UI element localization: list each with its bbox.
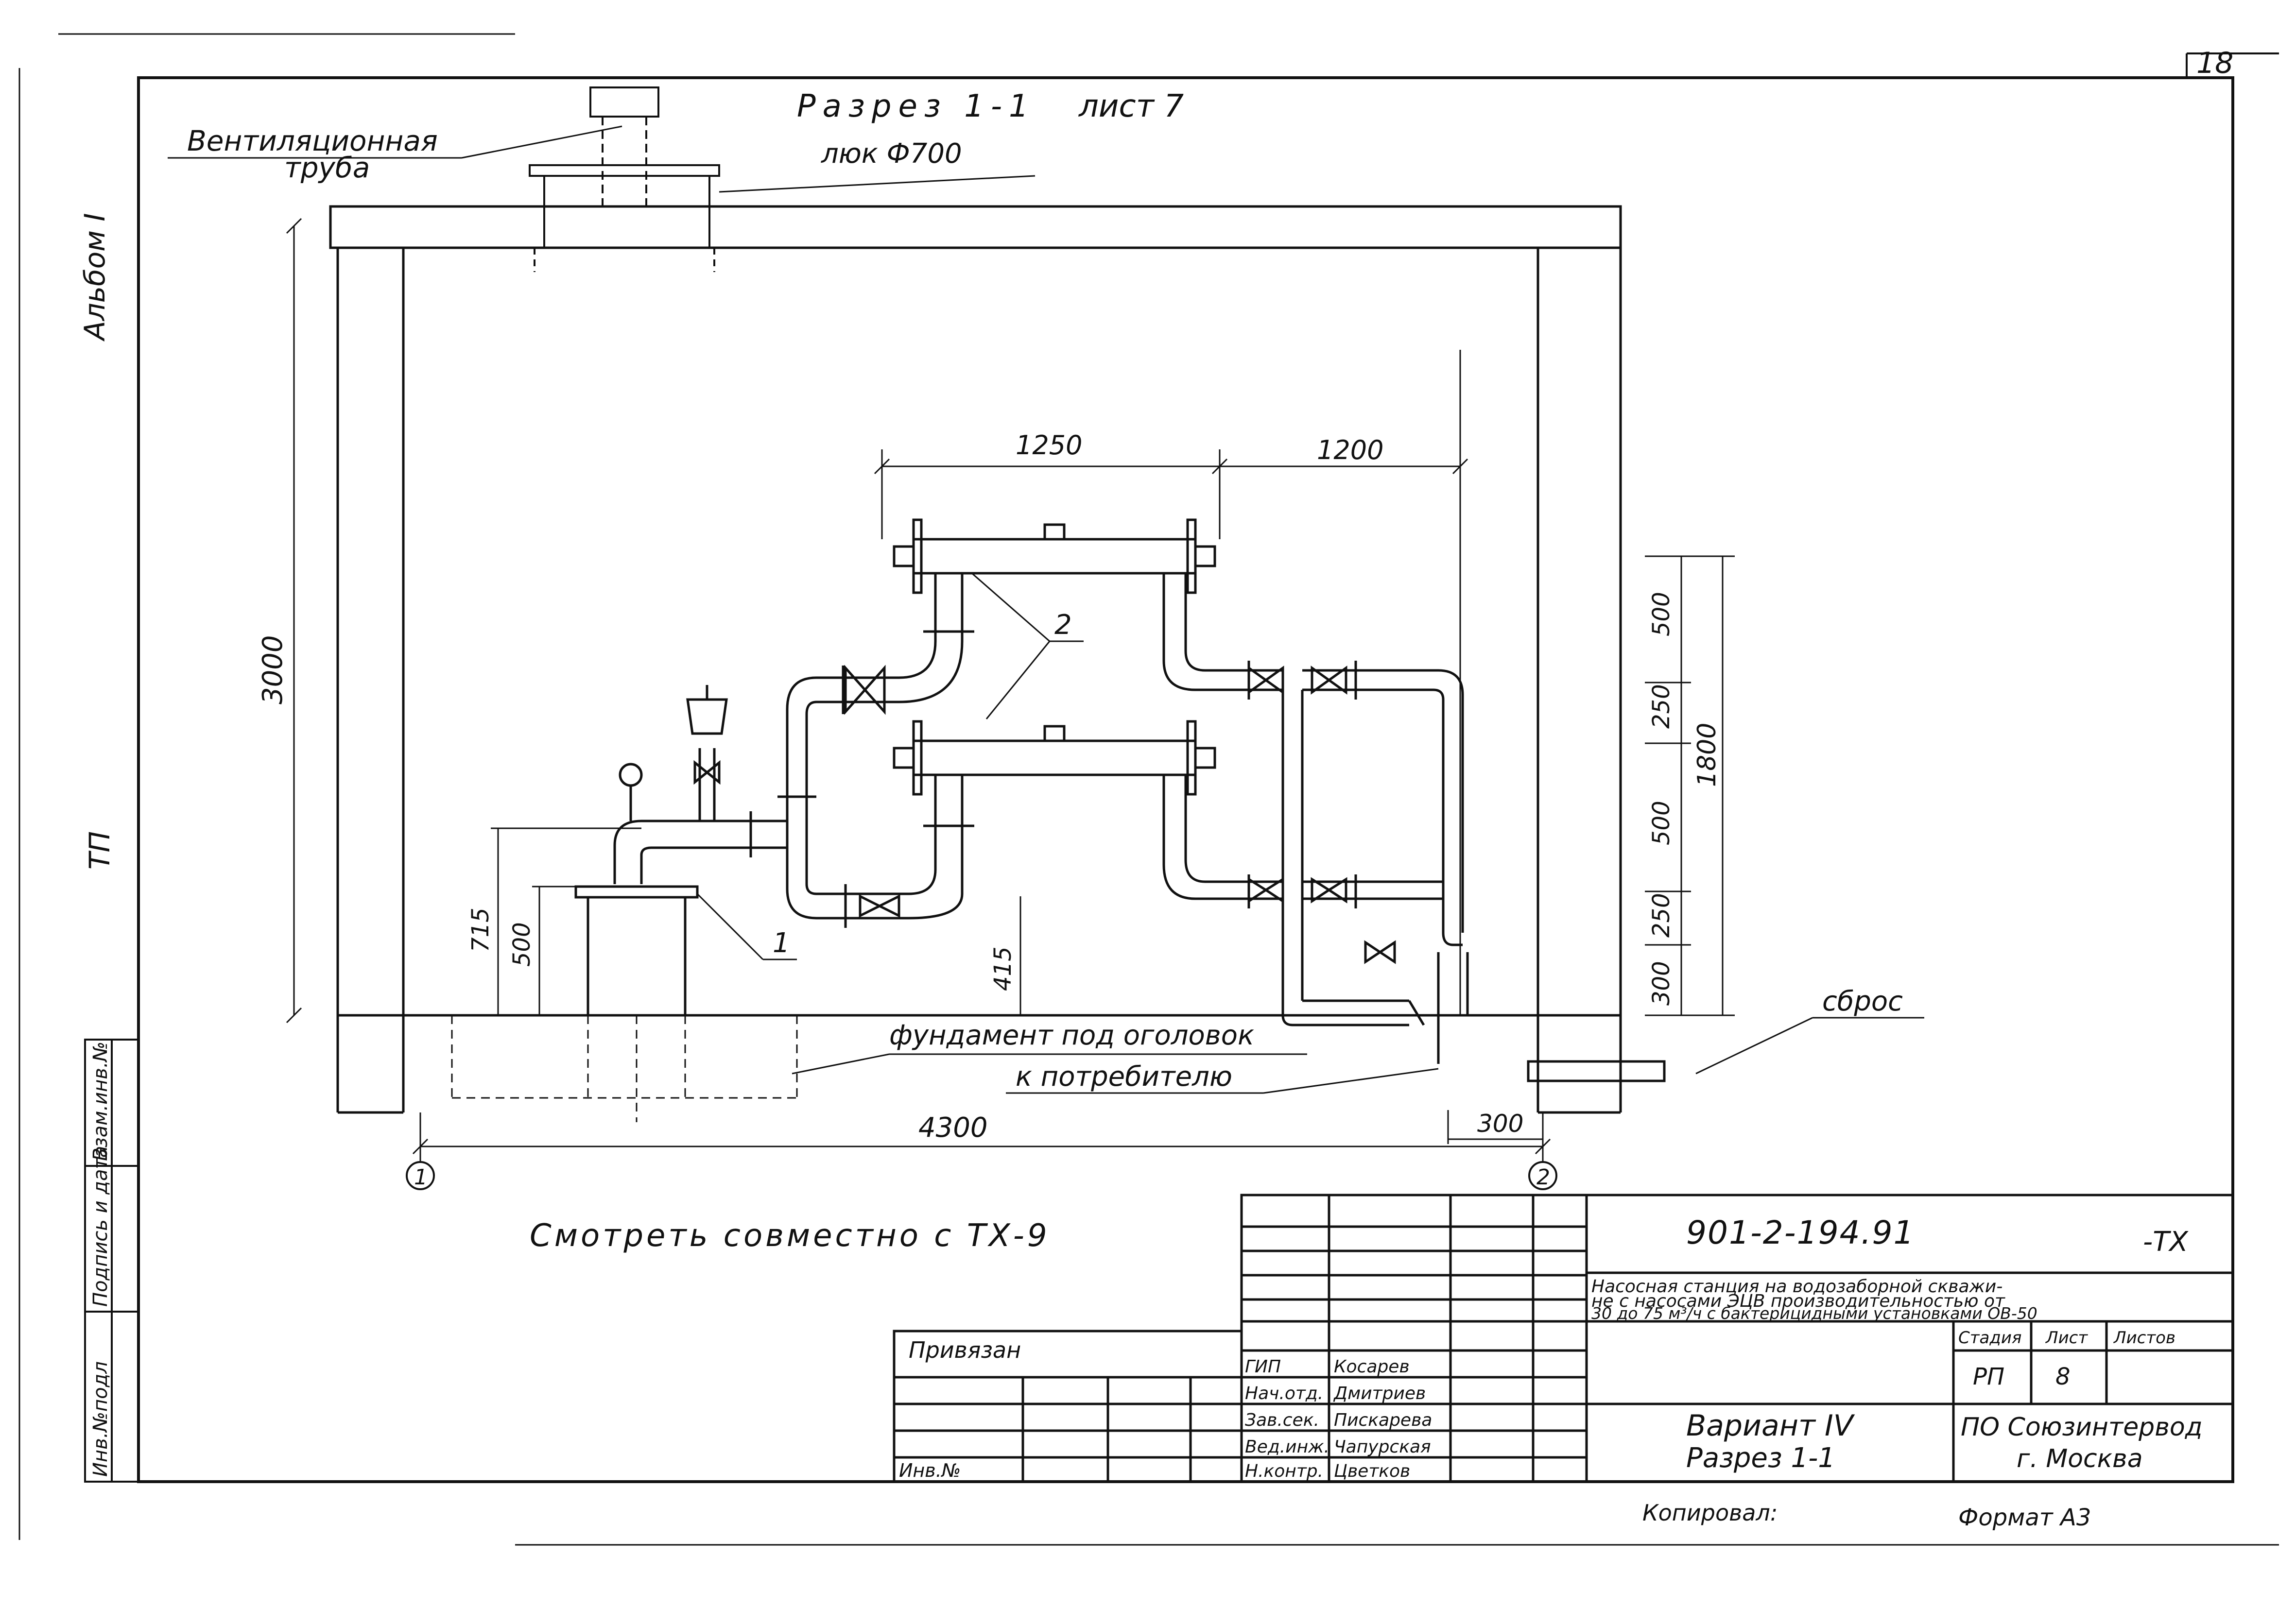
- roof-openings: [529, 86, 720, 272]
- name-2: Пискарева: [1334, 1410, 1432, 1430]
- dim-500-c: 500: [508, 922, 535, 967]
- dim-1250: 1250: [1016, 430, 1082, 461]
- see-also-note: Смотреть совместно с ТХ-9: [530, 1218, 1050, 1254]
- drain-label: сброс: [1822, 986, 1903, 1017]
- vent-pipe-label-2: труба: [284, 151, 370, 184]
- variant-line-2: Разрез 1-1: [1686, 1442, 1835, 1474]
- piping: [675, 518, 1666, 1082]
- foundation-label: фундамент под оголовок: [889, 1020, 1254, 1051]
- role-3: Вед.инж.: [1245, 1437, 1329, 1457]
- side-label-tp: ТП: [83, 831, 116, 870]
- bound-label: Привязан: [909, 1337, 1021, 1363]
- bottom-leaders: [792, 1017, 1924, 1094]
- axis-marker-2: 2: [1536, 1165, 1550, 1190]
- consumer-label: к потребителю: [1016, 1061, 1232, 1093]
- org-line-2: г. Москва: [2017, 1444, 2143, 1473]
- stage-value: РП: [1973, 1363, 2004, 1390]
- dim-300-v: 300: [1648, 961, 1675, 1006]
- section-title: Разрез 1-1: [797, 88, 1036, 124]
- vent-pipe-label: Вентиляционная: [187, 124, 438, 157]
- foundation: [451, 1015, 798, 1122]
- dim-1800: 1800: [1692, 723, 1722, 787]
- top-leaders: [168, 125, 1036, 193]
- axis-markers: [406, 1161, 1557, 1190]
- side-label-signature: Подпись и дата: [89, 1146, 112, 1307]
- side-label-inv-no: Инв.№подл: [89, 1361, 112, 1477]
- description-line-1: Насосная станция на водозаборной скважи-: [1591, 1277, 2003, 1297]
- variant-line-1: Вариант IV: [1686, 1409, 1855, 1443]
- building-section: [329, 205, 1622, 1114]
- inv-label: Инв.№: [899, 1460, 961, 1481]
- dim-715: 715: [467, 907, 494, 952]
- stage-header: Стадия: [1958, 1328, 2021, 1348]
- hatch-label: люк Ф700: [821, 138, 962, 170]
- page-number: 18: [2196, 46, 2233, 80]
- side-label-album: Альбом I: [78, 213, 111, 342]
- drawing-code: 901-2-194.91: [1686, 1214, 1915, 1251]
- description-line-3: 30 до 75 м³/ч с бактерицидными установка…: [1591, 1304, 2037, 1323]
- role-1: Нач.отд.: [1245, 1384, 1323, 1403]
- dim-415: 415: [989, 946, 1017, 991]
- well-head: [574, 763, 699, 1015]
- sheet-reference: лист 7: [1078, 88, 1184, 124]
- role-4: Н.контр.: [1245, 1461, 1323, 1481]
- role-0: ГИП: [1245, 1357, 1281, 1377]
- bottom-dimensions: [412, 1110, 1551, 1161]
- name-4: Цветков: [1334, 1461, 1410, 1481]
- description-line-2: не с насосами ЭЦВ производительностью от: [1591, 1291, 2005, 1311]
- left-small-dimensions: [491, 827, 1021, 1015]
- dim-250-a: 250: [1648, 684, 1675, 729]
- callout-1: 1: [773, 927, 790, 959]
- axis-marker-1: 1: [414, 1165, 428, 1190]
- callout-2: 2: [1054, 609, 1072, 641]
- binding-margin: [84, 1039, 139, 1483]
- name-1: Дмитриев: [1333, 1384, 1426, 1403]
- dim-3000: 3000: [257, 635, 289, 704]
- callout-leaders: [696, 572, 1084, 960]
- dim-1200: 1200: [1317, 435, 1383, 465]
- dim-3000-line: [286, 218, 302, 1024]
- copied-label: Копировал:: [1642, 1500, 1778, 1526]
- sheet-value: 8: [2055, 1363, 2071, 1390]
- dim-250-b: 250: [1648, 893, 1675, 938]
- role-2: Зав.сек.: [1245, 1410, 1319, 1430]
- drawing-suffix: -ТХ: [2143, 1226, 2189, 1258]
- dim-300-h: 300: [1477, 1110, 1523, 1138]
- sheet-header: Лист: [2045, 1328, 2088, 1348]
- right-dimensions: [1645, 555, 1735, 1016]
- signature-rows: ГИП Косарев Нач.отд. Дмитриев Зав.сек. П…: [1245, 1357, 1432, 1481]
- sheets-header: Листов: [2113, 1328, 2175, 1348]
- dim-500-a: 500: [1648, 592, 1675, 636]
- name-3: Чапурская: [1334, 1437, 1431, 1457]
- format-label: Формат А3: [1958, 1504, 2091, 1531]
- org-line-1: ПО Союзинтервод: [1961, 1413, 2203, 1442]
- dim-500-b: 500: [1648, 801, 1675, 845]
- side-label-replace-inv: Взам.инв.№: [89, 1042, 112, 1161]
- title-block: [893, 1194, 2234, 1483]
- dim-4300: 4300: [918, 1112, 988, 1144]
- name-0: Косарев: [1334, 1357, 1410, 1377]
